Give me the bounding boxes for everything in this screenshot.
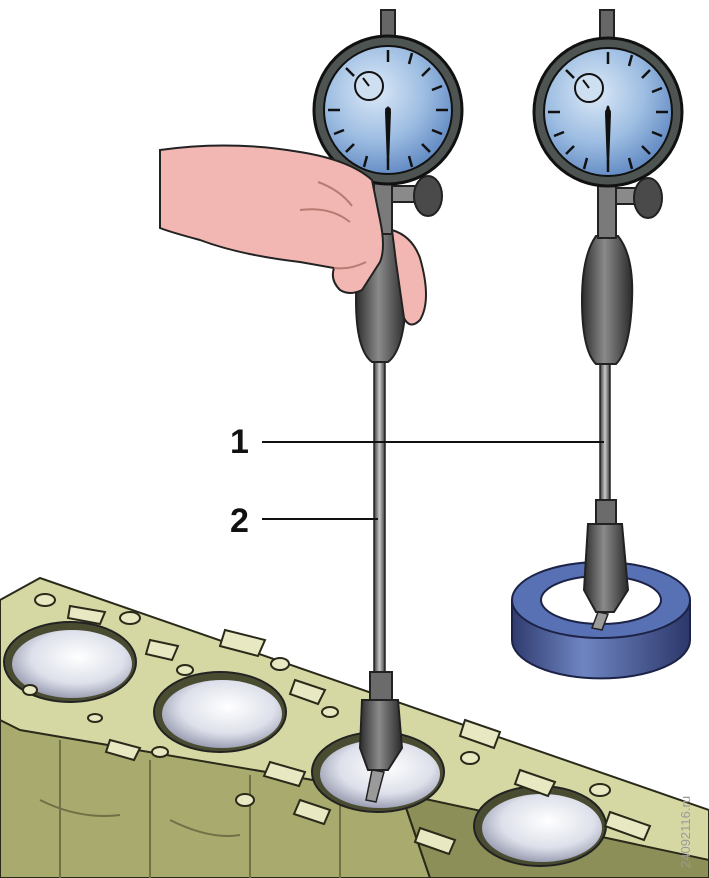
cylinder-bore-2 xyxy=(153,671,287,753)
bore-gauge-left xyxy=(312,9,464,803)
lock-knob-left xyxy=(413,175,443,217)
measuring-head-left xyxy=(358,671,404,803)
hand-holding-gauge xyxy=(159,144,427,326)
bore-gauge-right xyxy=(532,9,684,631)
cylinder-block xyxy=(0,576,709,878)
lock-knob-right xyxy=(633,177,663,219)
watermark-text: 24092116.ru xyxy=(678,795,693,868)
callout-label-2: 2 xyxy=(230,502,249,540)
deck-passages xyxy=(22,593,652,856)
cylinder-bore-1 xyxy=(3,621,137,703)
measuring-head-right xyxy=(582,499,630,631)
gauge-handle-right xyxy=(580,235,634,365)
cylinder-bore-4 xyxy=(473,785,607,867)
callout-label-1: 1 xyxy=(230,423,249,461)
setting-ring xyxy=(511,561,691,680)
gauge-rod-right xyxy=(599,361,611,505)
block-ribs xyxy=(39,740,341,878)
